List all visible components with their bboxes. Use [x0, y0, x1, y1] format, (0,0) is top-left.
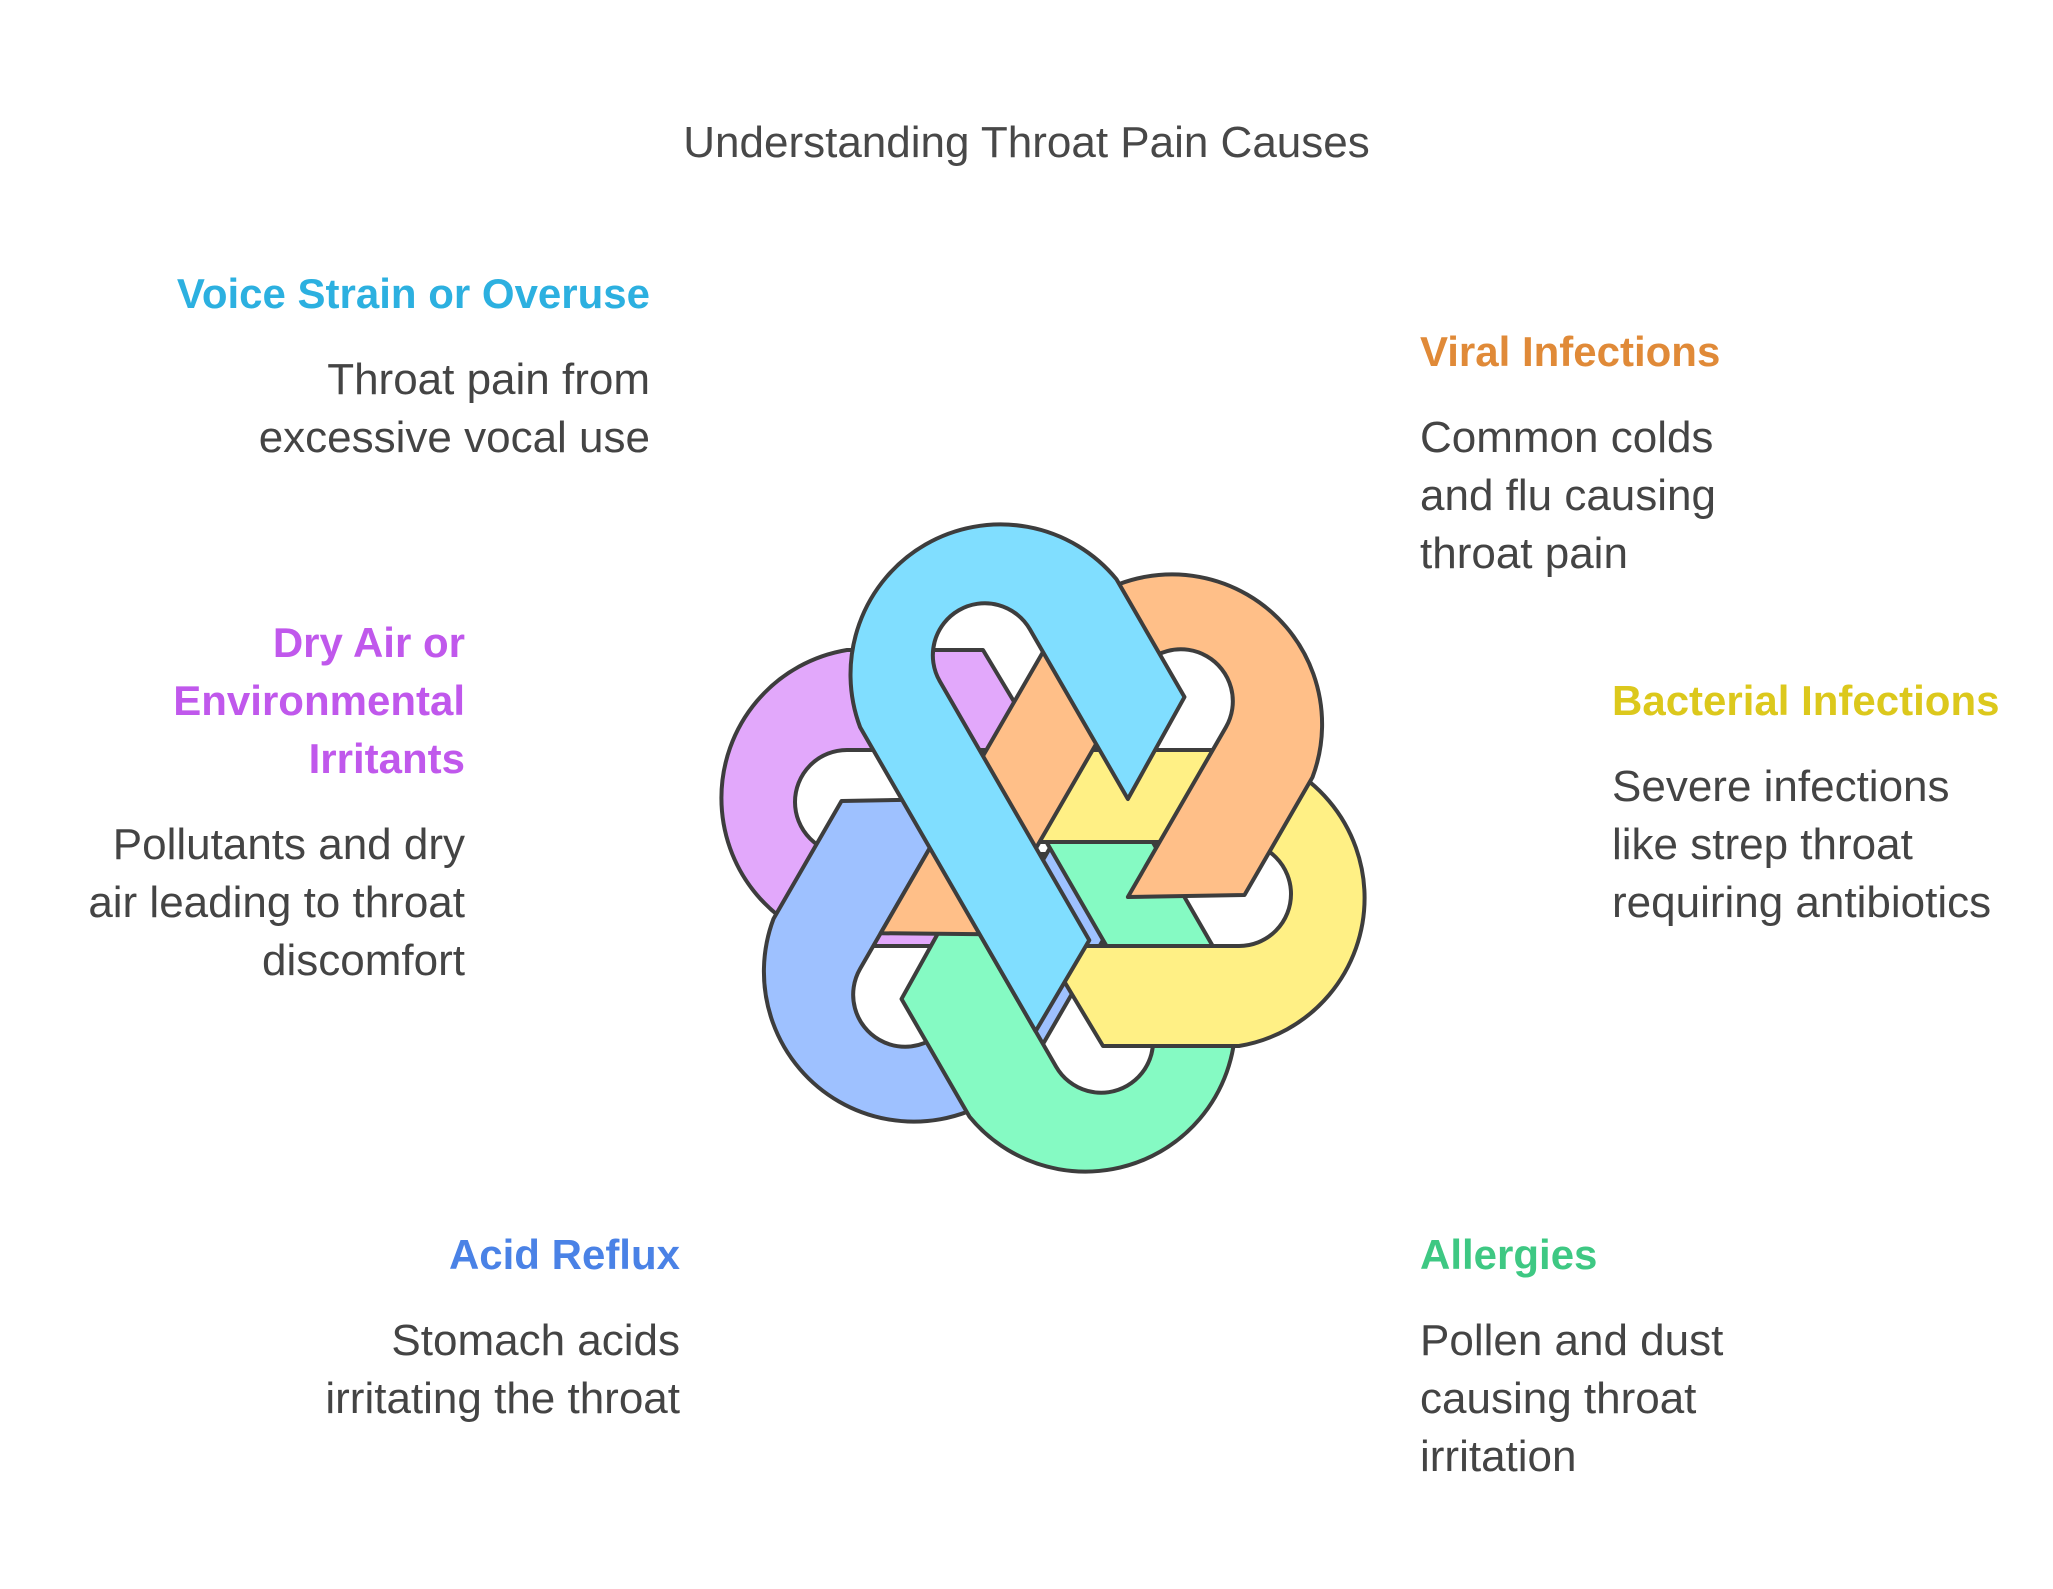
cause-acid-reflux: Acid Reflux Stomach acids irritating the…	[270, 1226, 680, 1428]
cause-description: Pollen and dust causing throat irritatio…	[1420, 1316, 1724, 1481]
cause-bacterial-infections: Bacterial Infections Severe infections l…	[1612, 672, 2002, 932]
cause-heading: Allergies	[1420, 1231, 1598, 1278]
cause-description: Pollutants and dry air leading to throat…	[88, 820, 465, 985]
cause-heading: Acid Reflux	[448, 1231, 680, 1278]
cause-heading: Voice Strain or Overuse	[176, 270, 650, 317]
cause-viral-infections: Viral Infections Common colds and flu ca…	[1420, 323, 1780, 583]
cause-description: Common colds and flu causing throat pain	[1420, 413, 1716, 578]
cause-description: Stomach acids irritating the throat	[325, 1316, 680, 1423]
cause-voice-strain: Voice Strain or Overuse Throat pain from…	[130, 265, 650, 467]
cause-heading: Viral Infections	[1420, 328, 1721, 375]
cause-allergies: Allergies Pollen and dust causing throat…	[1420, 1226, 1780, 1486]
cause-dry-air: Dry Air or Environmental Irritants Pollu…	[55, 614, 465, 990]
cause-description: Severe infections like strep throat requ…	[1612, 762, 1992, 927]
page-title: Understanding Throat Pain Causes	[683, 118, 1370, 167]
cause-heading: Dry Air or Environmental Irritants	[173, 619, 465, 782]
cause-heading: Bacterial Infections	[1612, 677, 2000, 724]
cause-description: Throat pain from excessive vocal use	[258, 355, 650, 462]
